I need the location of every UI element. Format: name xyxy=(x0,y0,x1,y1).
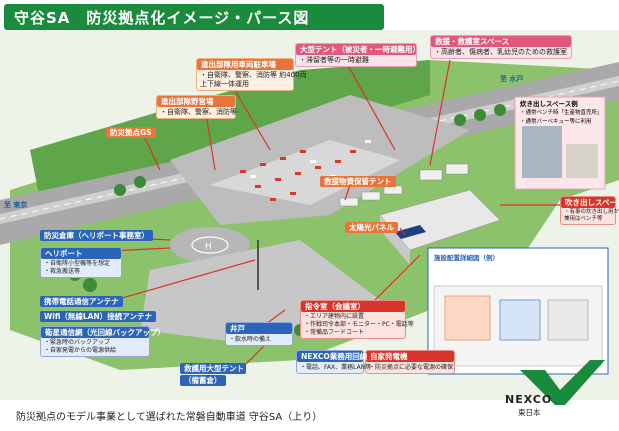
box-mobile-title: 携帯電話通信アンテナ xyxy=(40,296,123,307)
svg-text:H: H xyxy=(205,242,212,252)
box-satellite-title: 衛星通信網（光回線バックアップ） xyxy=(41,327,165,338)
inset-top: 炊き出しスペース例 ・通常ベンチ時「生産物直売所」 ・通常バーベキュー等に利用 xyxy=(520,100,603,127)
box-parking-line: 上下線一体運用 xyxy=(200,80,249,88)
box-gs-title: 防災拠点GS xyxy=(106,127,156,138)
box-satellite: 衛星通信網（光回線バックアップ） ・緊急時のバックアップ ・自家発電からの電源供… xyxy=(40,326,165,357)
inset-top-line: ・通常ベンチ時「生産物直売所」 xyxy=(520,110,603,116)
box-satellite-line: ・緊急時のバックアップ xyxy=(44,339,111,346)
box-command-title: 指令室（会議室） xyxy=(301,301,405,312)
direction-tokyo: 至 東京 xyxy=(4,201,28,209)
box-tent-title: 大型テント（被災者・一時避難用） xyxy=(296,44,420,55)
box-mobile: 携帯電話通信アンテナ xyxy=(40,296,123,307)
box-parking-title: 進出部隊用車両駐車場 xyxy=(197,59,293,70)
box-solar-title: 太陽光パネル xyxy=(345,222,398,233)
box-well-space-title: 吹き出しスペース xyxy=(561,197,619,208)
box-solar: 太陽光パネル xyxy=(345,222,398,233)
box-well-space-line: 兼用はベンチ等 xyxy=(564,216,603,222)
box-rescue: 救援・救護室スペース ・高齢者、傷病者、乳幼児のための救護室 xyxy=(430,35,572,59)
box-tent-line: ・滞留者等の一時避難 xyxy=(299,56,369,64)
box-tent: 大型テント（被災者・一時避難用） ・滞留者等の一時避難 xyxy=(295,43,420,67)
box-parking-line: ・自衛隊、警察、消防等 約400両 xyxy=(200,71,307,79)
box-generator: 自家発電機 ・防災拠点に必要な電源の確保 xyxy=(365,350,455,374)
box-command: 指令室（会議室） ・エリア建物内に設置 ・作戦司令本部・モニター・PC・電話等 … xyxy=(300,300,414,339)
direction-mito: 至 水戸 xyxy=(500,75,524,83)
box-satellite-line: ・自家発電からの電源供給 xyxy=(44,347,117,354)
box-supply-title: 救援物資保管テント xyxy=(320,176,396,187)
box-bigtent-title: 救護用大型テント xyxy=(180,363,246,374)
box-heliport-title: ヘリポート xyxy=(41,248,121,259)
box-wifi: Wifi（無線LAN）接続アンテナ xyxy=(40,311,156,322)
inset-top-title: 炊き出しスペース例 xyxy=(520,100,578,108)
box-gs: 防災拠点GS xyxy=(106,127,156,138)
box-warehouse: 防災倉庫（ヘリポート事務室） xyxy=(40,230,153,241)
box-generator-title: 自家発電機 xyxy=(366,351,454,362)
box-well-line: ・飲水時の備え xyxy=(229,336,272,343)
box-heliport: ヘリポート ・自衛隊小型機等を想定 ・救急搬送等 xyxy=(40,247,122,278)
box-command-line: ・作戦司令本部・モニター・PC・電話等 xyxy=(304,321,414,328)
box-heliport-line: ・自衛隊小型機等を想定 xyxy=(44,260,111,267)
nexco-logo-sub: 東日本 xyxy=(518,408,541,417)
box-camp: 進出部隊野営場 ・自衛隊、警察、消防等 xyxy=(156,95,237,119)
inset-plan-title: 施設配置詳細図（例） xyxy=(434,254,499,262)
box-nexco-line-title: NEXCO業務用回線 xyxy=(297,351,367,362)
footer-caption: 防災拠点のモデル事業として選ばれた常磐自動車道 守谷SA（上り） xyxy=(16,412,323,423)
box-rescue-title: 救援・救護室スペース xyxy=(431,36,571,47)
box-bigtent: 救護用大型テント （備蓄倉） xyxy=(180,363,246,386)
page-title: 守谷SA 防災拠点化イメージ・パース図 xyxy=(14,9,310,27)
box-nexco-line: NEXCO業務用回線 ・電話、FAX、業務LAN等 xyxy=(296,350,372,374)
box-parking: 進出部隊用車両駐車場 ・自衛隊、警察、消防等 約400両上下線一体運用 xyxy=(196,58,307,91)
box-supply: 救援物資保管テント xyxy=(320,176,396,187)
box-camp-title: 進出部隊野営場 xyxy=(157,96,235,107)
box-well-title: 井戸 xyxy=(226,323,292,334)
box-rescue-line: ・高齢者、傷病者、乳幼児のための救護室 xyxy=(434,48,567,56)
box-generator-line: ・防災拠点に必要な電源の確保 xyxy=(369,364,454,371)
box-bigtent-sub: （備蓄倉） xyxy=(180,375,226,386)
box-command-line: ・常備品フードコート xyxy=(304,329,365,336)
box-heliport-line: ・救急搬送等 xyxy=(44,268,81,275)
box-nexco-line-line: ・電話、FAX、業務LAN等 xyxy=(300,364,372,371)
box-well-space-line: ・有事の炊き出し用かまど xyxy=(564,209,619,215)
title-banner: 守谷SA 防災拠点化イメージ・パース図 xyxy=(4,4,384,30)
box-wifi-title: Wifi（無線LAN）接続アンテナ xyxy=(40,311,156,322)
box-well-space: 吹き出しスペース ・有事の炊き出し用かまど兼用はベンチ等 xyxy=(560,196,619,225)
box-camp-line: ・自衛隊、警察、消防等 xyxy=(160,108,237,116)
nexco-logo: NEXCO xyxy=(505,393,553,406)
box-well: 井戸 ・飲水時の備え xyxy=(225,322,293,346)
box-command-line: ・エリア建物内に設置 xyxy=(304,313,365,320)
inset-top-line: ・通常バーベキュー等に利用 xyxy=(520,119,592,125)
box-warehouse-title: 防災倉庫（ヘリポート事務室） xyxy=(40,230,153,241)
